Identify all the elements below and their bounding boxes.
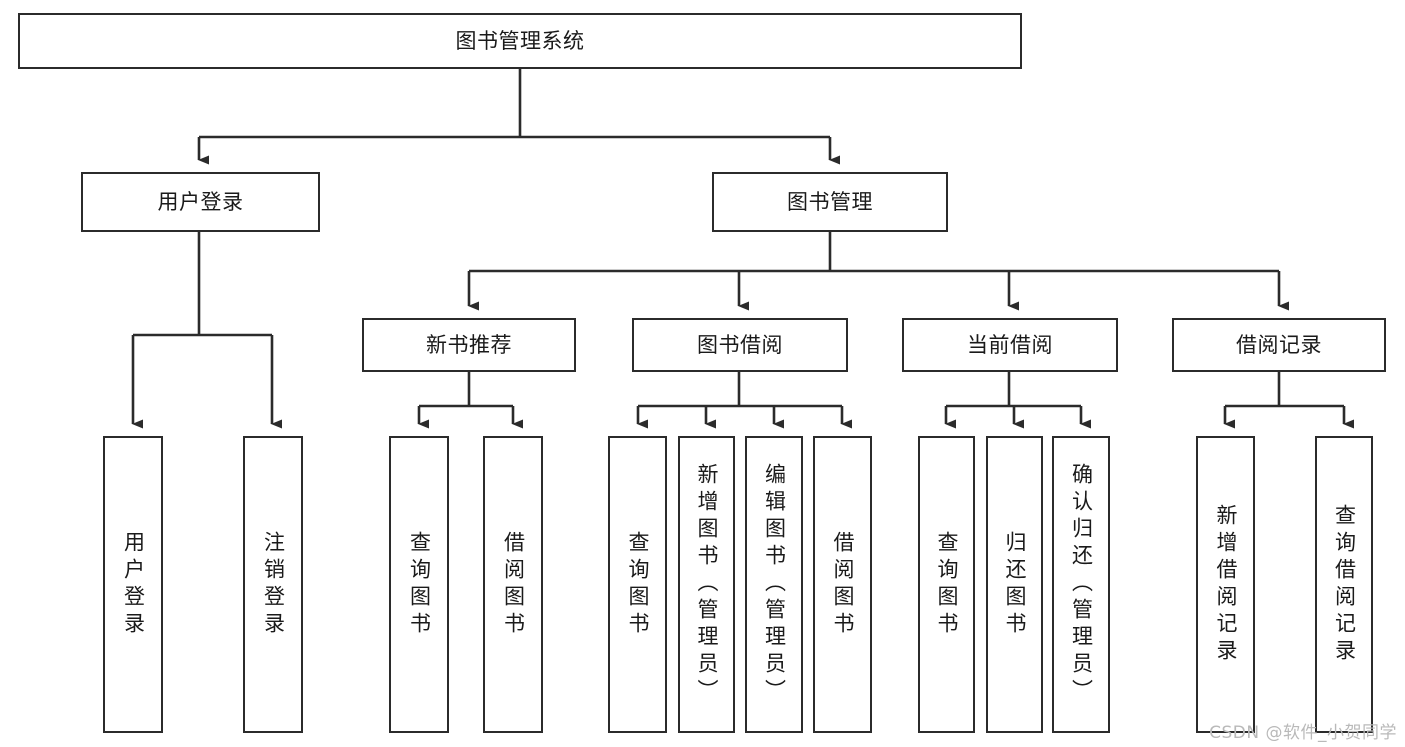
node-leaf-edit-book[interactable]: 编辑图书（管理员） [745, 436, 803, 733]
node-leaf-add-record-label: 新增借阅记录 [1214, 503, 1238, 666]
node-user-login[interactable]: 用户登录 [81, 172, 320, 232]
node-leaf-query-book-3[interactable]: 查询图书 [918, 436, 975, 733]
node-leaf-borrow-book-1-label: 借阅图书 [501, 530, 526, 639]
node-leaf-query-book-1-label: 查询图书 [407, 530, 432, 639]
node-leaf-query-book-3-label: 查询图书 [935, 530, 959, 639]
node-leaf-query-book-2-label: 查询图书 [626, 530, 650, 639]
node-leaf-add-book[interactable]: 新增图书（管理员） [678, 436, 735, 733]
node-root[interactable]: 图书管理系统 [18, 13, 1022, 69]
node-leaf-query-book-2[interactable]: 查询图书 [608, 436, 667, 733]
node-book-manage-label: 图书管理 [787, 189, 873, 214]
node-leaf-confirm-return-label: 确认归还（管理员） [1069, 463, 1094, 706]
node-root-label: 图书管理系统 [455, 28, 585, 53]
node-leaf-add-record[interactable]: 新增借阅记录 [1196, 436, 1255, 733]
node-leaf-logout[interactable]: 注销登录 [243, 436, 303, 733]
node-leaf-query-record-label: 查询借阅记录 [1332, 503, 1357, 666]
node-leaf-user-login[interactable]: 用户登录 [103, 436, 163, 733]
node-leaf-query-book-1[interactable]: 查询图书 [389, 436, 449, 733]
node-leaf-return-book-label: 归还图书 [1003, 530, 1027, 639]
node-leaf-borrow-book-2-label: 借阅图书 [831, 530, 855, 639]
node-user-login-label: 用户登录 [157, 189, 244, 214]
node-leaf-borrow-book-1[interactable]: 借阅图书 [483, 436, 543, 733]
node-current-borrow[interactable]: 当前借阅 [902, 318, 1118, 372]
node-current-borrow-label: 当前借阅 [967, 332, 1053, 357]
node-new-book-recommend-label: 新书推荐 [426, 332, 512, 357]
node-leaf-confirm-return[interactable]: 确认归还（管理员） [1052, 436, 1110, 733]
node-leaf-borrow-book-2[interactable]: 借阅图书 [813, 436, 872, 733]
node-borrow-record[interactable]: 借阅记录 [1172, 318, 1386, 372]
node-leaf-query-record[interactable]: 查询借阅记录 [1315, 436, 1373, 733]
node-leaf-edit-book-label: 编辑图书（管理员） [762, 463, 787, 706]
node-book-borrow-label: 图书借阅 [697, 332, 783, 357]
node-leaf-return-book[interactable]: 归还图书 [986, 436, 1043, 733]
node-leaf-add-book-label: 新增图书（管理员） [695, 463, 719, 706]
node-leaf-user-login-label: 用户登录 [121, 530, 146, 639]
node-new-book-recommend[interactable]: 新书推荐 [362, 318, 576, 372]
node-leaf-logout-label: 注销登录 [261, 530, 286, 639]
node-borrow-record-label: 借阅记录 [1236, 332, 1322, 357]
node-book-borrow[interactable]: 图书借阅 [632, 318, 848, 372]
node-book-manage[interactable]: 图书管理 [712, 172, 948, 232]
watermark: CSDN @软件_小贺同学 [1209, 723, 1397, 743]
